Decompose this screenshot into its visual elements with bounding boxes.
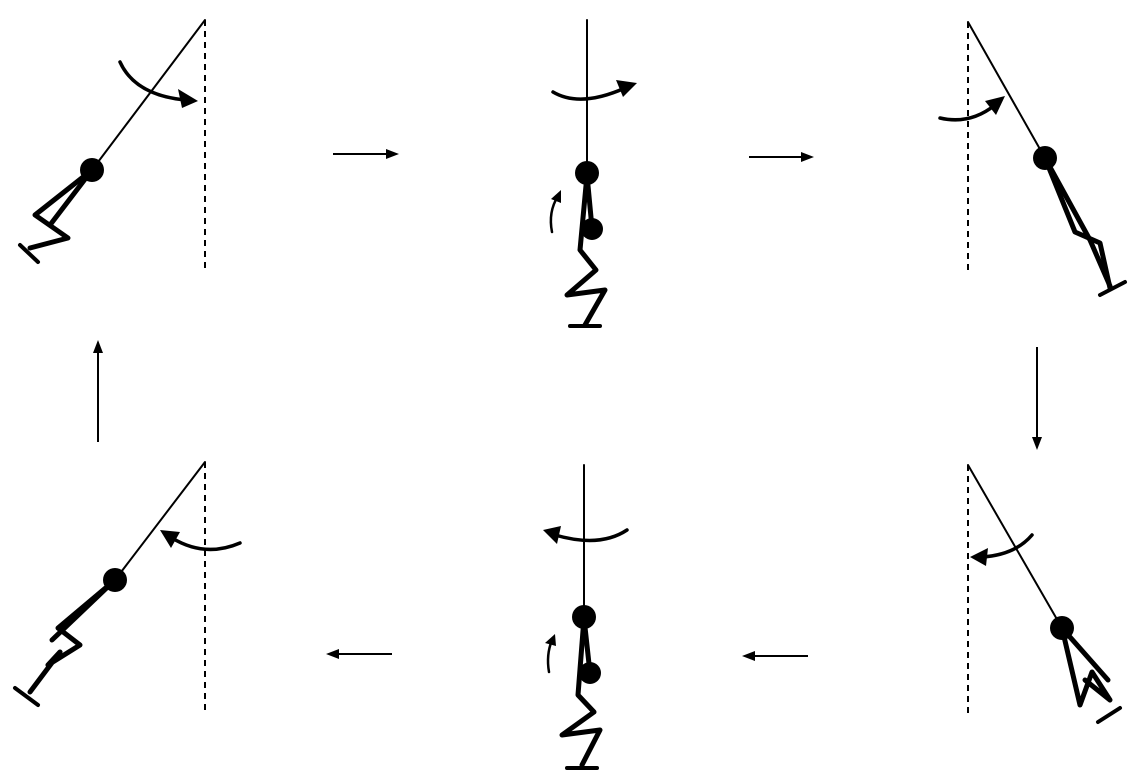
swinger-foot [18,243,40,264]
flow-arrow-1-to-2 [333,149,399,159]
arrowhead [543,526,561,544]
swing-rope [967,464,1063,629]
swing-direction-arrow [551,86,627,101]
swinger-head-lower [579,662,601,684]
flow-arrow-3-to-4 [1032,347,1042,450]
swing-rope [967,21,1046,159]
flow-arrow-5-to-6 [326,649,392,659]
rise-arrow [546,638,554,674]
frame-bottom-right [967,464,1122,724]
swinger-foot [1098,280,1127,297]
swinger-head-lower [581,218,603,240]
rise-arrow [549,194,560,234]
flow-arrow-4-to-5 [742,651,808,661]
arrowhead [985,96,1005,115]
swinger-head [1050,616,1074,640]
swing-direction-arrow [553,528,629,543]
arrowhead [970,548,988,566]
flow-arrow-6-to-1 [93,340,103,442]
swinger-foot [13,686,40,707]
frame-bottom-left [13,461,242,712]
swing-direction-arrow [980,533,1034,559]
flow-arrow-2-to-3 [749,152,814,162]
swing-direction-arrow [118,60,187,102]
swinger-head [80,158,104,182]
swinger-body [27,577,118,695]
swinger-leg [1042,155,1113,289]
arrowhead [178,89,198,108]
swinger-foot [1096,706,1122,724]
swinger-body [559,615,603,768]
swinger-body [1059,625,1113,708]
frame-top-middle [549,19,637,328]
frame-bottom-middle [543,464,629,770]
swing-rope [114,461,206,581]
arrowhead [616,80,637,97]
swinger-head [1033,146,1057,170]
swinger-head-upper [572,605,596,629]
swinger-leg [49,577,118,643]
frame-top-left [18,19,206,270]
swing-direction-arrow [170,536,242,552]
frame-top-right [938,21,1127,297]
swinger-head [103,568,127,592]
arrowhead [160,530,180,548]
swinger-head-upper [575,161,599,185]
swinger-body [564,172,608,328]
swing-rope [91,19,206,171]
